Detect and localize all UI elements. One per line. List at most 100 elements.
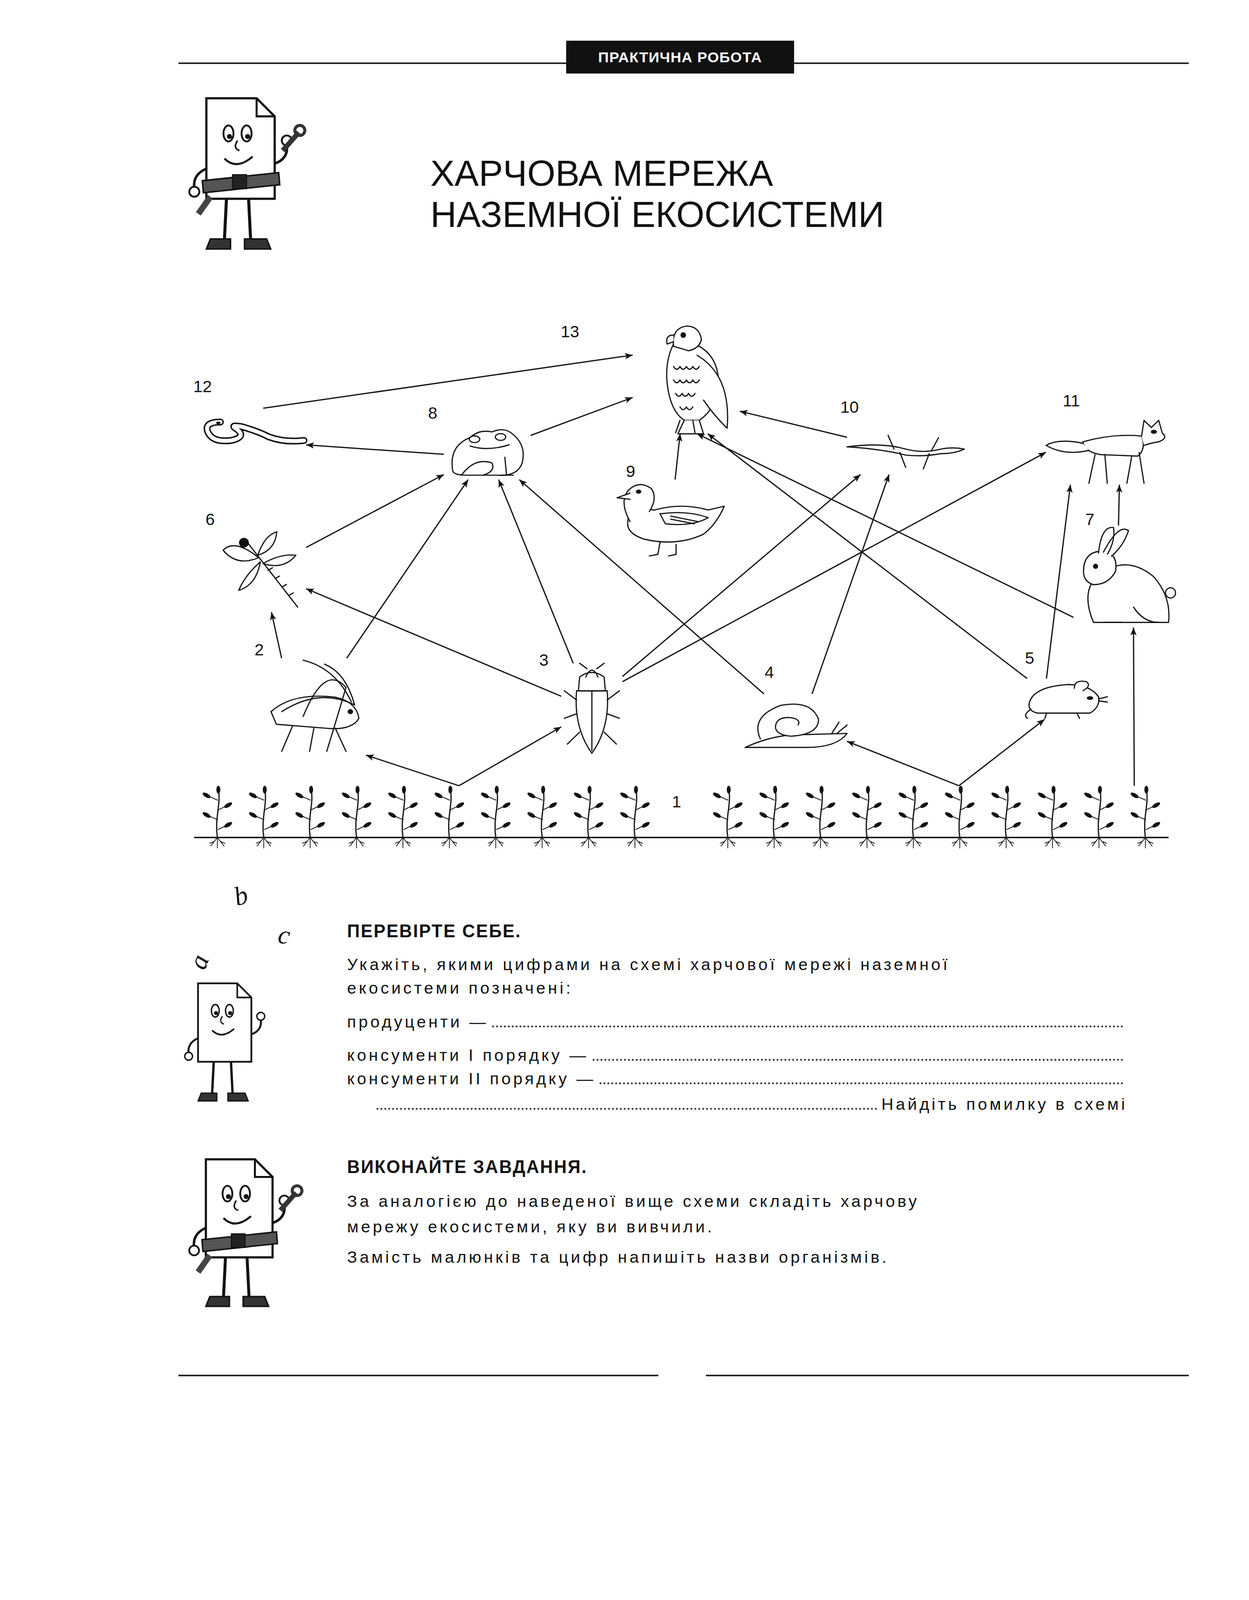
drawing-part: [998, 837, 1014, 849]
drawing-part: [1150, 820, 1161, 829]
drawing-part: [587, 785, 592, 794]
drawing-part: [804, 791, 815, 800]
plant: [1129, 785, 1161, 849]
picture-stroke: [348, 709, 353, 714]
drawing-part: [1036, 810, 1047, 819]
drawing-part: [766, 837, 782, 849]
drawing-part: [401, 785, 406, 794]
picture-stroke: [302, 660, 355, 705]
picture-stroke: [617, 493, 630, 500]
drawing-part: [1051, 785, 1056, 794]
drawing-part: [1090, 837, 1107, 849]
food-arrow: [958, 719, 1045, 786]
picture-stroke: [257, 531, 277, 556]
picture-stroke: [1025, 709, 1031, 719]
drawing-part: [872, 800, 883, 809]
drawing-part: [255, 837, 272, 849]
organism-node: 13: [632, 321, 741, 434]
drawing-part: [773, 789, 776, 838]
drawing-part: [965, 820, 976, 829]
drawing-part: [355, 785, 360, 794]
answer-line: консументи ІІ порядку —: [347, 1066, 596, 1091]
organism-node: 9: [617, 479, 725, 556]
organism-picture: [444, 423, 531, 480]
drawing-part: [912, 785, 917, 794]
drawing-part: [223, 800, 233, 809]
drawing-part: [640, 820, 651, 829]
drawing-part: [758, 791, 769, 800]
picture-stroke: [1165, 587, 1176, 599]
drawing-part: [408, 800, 419, 809]
drawing-part: [773, 785, 777, 794]
drawing-part: [1129, 810, 1140, 819]
picture-stroke: [268, 568, 294, 596]
header-band: ПРАКТИЧНА РОБОТА: [566, 40, 794, 74]
drawing-part: [850, 791, 861, 800]
organism-node: 4: [745, 694, 848, 750]
drawing-part: [216, 785, 221, 794]
instruction-text: За аналогією до наведеної вище схеми скл…: [347, 1188, 1000, 1240]
answer-line: продуценти —: [347, 1009, 489, 1034]
callout-number: 12: [191, 377, 214, 396]
drawing-part: [248, 791, 258, 800]
drawing-part: [633, 789, 637, 838]
drawing-part: [733, 800, 744, 809]
drawing-part: [958, 785, 963, 794]
rule-line: [705, 1374, 1189, 1377]
drawing-part: [965, 800, 976, 809]
drawing-part: [865, 785, 870, 794]
plant: [433, 785, 465, 849]
drawing-part: [1097, 785, 1102, 794]
food-arrow: [847, 741, 959, 786]
drawing-part: [294, 791, 304, 800]
picture-stroke: [461, 461, 493, 475]
organism-picture: [632, 321, 741, 434]
ground-line: [194, 836, 1169, 839]
plant: [619, 785, 651, 849]
picture-stroke: [649, 542, 677, 556]
drawing-part: [454, 820, 465, 829]
tool-belt: [198, 125, 305, 214]
drawing-part: [726, 785, 731, 794]
plant: [758, 785, 790, 849]
drawing-part: [872, 820, 883, 829]
drawing-part: [1129, 791, 1140, 800]
drawing-part: [269, 820, 280, 829]
drawing-part: [1011, 820, 1022, 829]
organism-node: 11: [1046, 413, 1169, 485]
drawing-part: [633, 785, 638, 794]
header-text: ПРАКТИЧНА РОБОТА: [598, 49, 762, 66]
plant: [294, 785, 326, 849]
callout-number: 7: [1083, 510, 1097, 528]
drawing-part: [1144, 785, 1149, 794]
drawing-part: [262, 789, 266, 838]
drawing-part: [548, 820, 558, 829]
callout-number: 11: [1061, 391, 1082, 410]
drawing-part: [594, 800, 604, 809]
picture-stroke: [660, 512, 709, 525]
drawing-part: [858, 837, 875, 849]
drawing-part: [401, 789, 405, 838]
drawing-part: [1058, 820, 1069, 829]
organism-picture: [617, 479, 725, 556]
doodle-letter: b: [230, 879, 252, 912]
drawing-part: [526, 810, 537, 819]
callout-number: 1: [670, 792, 683, 811]
food-arrow: [263, 354, 633, 408]
drawing-part: [819, 789, 823, 838]
drawing-part: [479, 810, 490, 819]
drawing-part: [355, 789, 358, 838]
plant: [526, 785, 558, 849]
food-arrow: [271, 612, 282, 659]
food-arrow: [697, 433, 1074, 618]
food-arrow: [1118, 484, 1120, 526]
picture-stroke: [206, 422, 304, 442]
instruction-text: За аналогією до наведеної вище схеми скл…: [347, 1191, 920, 1236]
picture-stroke: [888, 435, 939, 469]
drawing-part: [1036, 791, 1047, 800]
drawing-part: [348, 837, 365, 849]
rule-line: [178, 1374, 659, 1377]
plant: [1036, 785, 1069, 849]
tool-belt: [198, 1185, 302, 1273]
